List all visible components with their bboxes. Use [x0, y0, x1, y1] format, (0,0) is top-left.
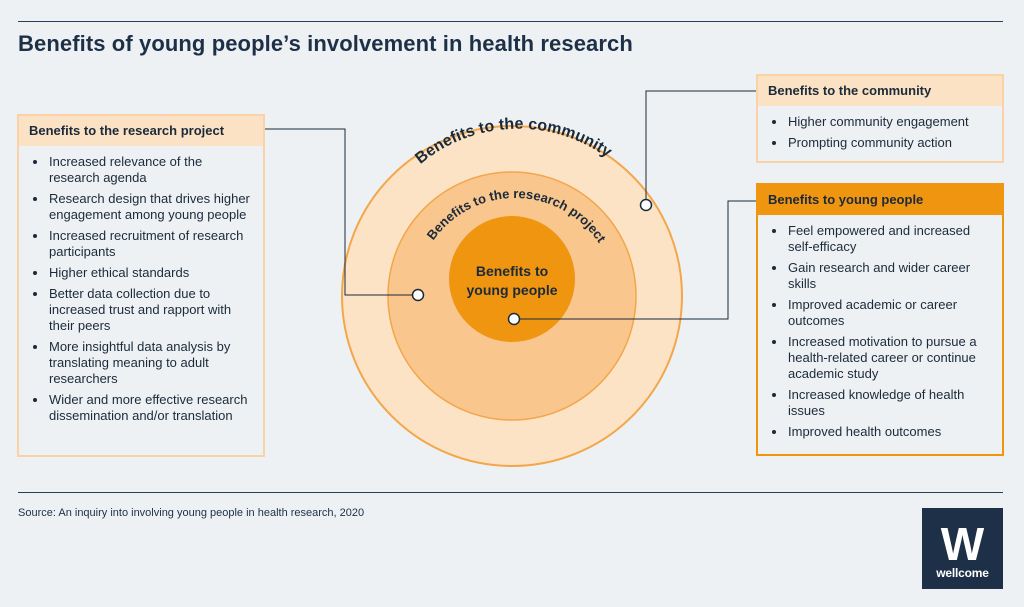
panel-young-people: Benefits to young people Feel empowered …	[756, 183, 1004, 456]
list-item: Prompting community action	[770, 135, 992, 151]
community-benefits-list: Higher community engagement Prompting co…	[758, 106, 1002, 151]
marker-young-people	[507, 312, 521, 326]
marker-research	[411, 288, 425, 302]
panel-young-heading: Benefits to young people	[758, 185, 1002, 215]
list-item: Wider and more effective research dissem…	[31, 392, 253, 424]
list-item: Increased knowledge of health issues	[770, 387, 992, 419]
list-item: Higher ethical standards	[31, 265, 253, 281]
bottom-rule	[18, 492, 1003, 493]
list-item: Increased recruitment of research partic…	[31, 228, 253, 260]
list-item: Research design that drives higher engag…	[31, 191, 253, 223]
logo-wordmark: wellcome	[936, 566, 989, 580]
list-item: Feel empowered and increased self-effica…	[770, 223, 992, 255]
list-item: Gain research and wider career skills	[770, 260, 992, 292]
panel-community: Benefits to the community Higher communi…	[756, 74, 1004, 163]
core-circle-young-people	[449, 216, 575, 342]
panel-community-heading: Benefits to the community	[758, 76, 1002, 106]
connector-community	[645, 90, 756, 205]
list-item: Improved health outcomes	[770, 424, 992, 440]
research-benefits-list: Increased relevance of the research agen…	[19, 146, 263, 424]
page-title: Benefits of young people’s involvement i…	[18, 31, 633, 56]
core-label-line2: young people	[467, 282, 558, 298]
list-item: More insightful data analysis by transla…	[31, 339, 253, 387]
list-item: Increased relevance of the research agen…	[31, 154, 253, 186]
logo-mark: W	[941, 518, 985, 570]
panel-research-project: Benefits to the research project Increas…	[17, 114, 265, 457]
connector-young-people	[514, 200, 756, 320]
list-item: Improved academic or career outcomes	[770, 297, 992, 329]
list-item: Higher community engagement	[770, 114, 992, 130]
core-label-line1: Benefits to	[476, 263, 548, 279]
list-item: Increased motivation to pursue a health-…	[770, 334, 992, 382]
top-rule	[18, 21, 1003, 22]
marker-community	[639, 198, 653, 212]
source-note: Source: An inquiry into involving young …	[18, 507, 365, 519]
panel-research-heading: Benefits to the research project	[19, 116, 263, 146]
connector-research	[265, 128, 418, 296]
list-item: Better data collection due to increased …	[31, 286, 253, 334]
wellcome-logo: W wellcome	[922, 508, 1003, 589]
wellcome-w-icon: W	[941, 518, 985, 570]
young-people-benefits-list: Feel empowered and increased self-effica…	[758, 215, 1002, 440]
